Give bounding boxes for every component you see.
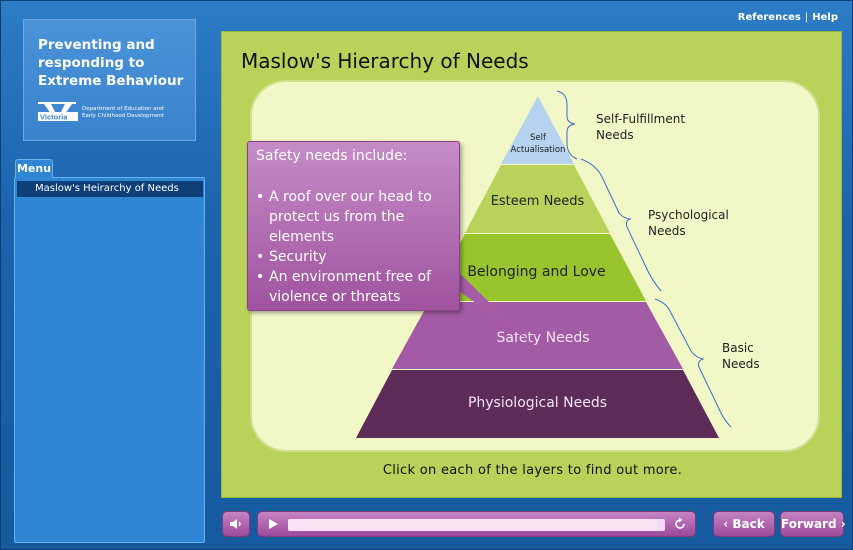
speaker-icon: [230, 519, 241, 529]
safety-needs-callout: Safety needs include: A roof over our he…: [247, 141, 460, 311]
psychological-line-1: Psychological: [648, 208, 729, 222]
link-separator: |: [804, 12, 809, 23]
callout-title: Safety needs include:: [256, 148, 408, 164]
course-logo: Preventing and responding to Extreme Beh…: [23, 19, 196, 141]
self-fulfillment-line-1: Self-Fulfillment: [596, 112, 686, 126]
safety-needs-layer[interactable]: [392, 302, 683, 369]
back-button[interactable]: ‹ Back: [713, 511, 775, 537]
help-link[interactable]: Help: [812, 12, 838, 23]
psychological-line-2: Needs: [648, 224, 686, 238]
basic-needs-line-1: Basic: [722, 341, 754, 355]
chevron-left-icon: ‹: [723, 517, 733, 531]
page-title: Maslow's Hierarchy of Needs: [241, 49, 529, 73]
progress-bar: [257, 511, 696, 537]
callout-list: A roof over our head to protect us from …: [256, 187, 461, 307]
progress-fill: [288, 519, 658, 531]
self-fulfillment-line-2: Needs: [596, 128, 634, 142]
forward-label: Forward: [781, 517, 837, 531]
victoria-logo-icon: Victoria: [38, 102, 78, 122]
callout-item: Security: [256, 247, 461, 267]
department-line-1: Department of Education and: [82, 106, 164, 112]
back-label: Back: [732, 517, 765, 531]
mute-button[interactable]: [222, 511, 250, 537]
self-fulfillment-label: Self-Fulfillment Needs: [596, 111, 685, 143]
self-actualisation-layer[interactable]: [501, 96, 574, 164]
basic-needs-line-2: Needs: [722, 357, 760, 371]
progress-track[interactable]: [288, 519, 665, 531]
replay-icon[interactable]: [673, 517, 687, 531]
belonging-love-label: Belonging and Love: [467, 264, 606, 280]
top-links: References|Help: [738, 12, 838, 23]
menu-panel: [14, 177, 205, 543]
references-link[interactable]: References: [737, 12, 801, 23]
basic-needs-label: Basic Needs: [722, 340, 760, 372]
department-name: Department of Education and Early Childh…: [82, 106, 192, 120]
play-icon[interactable]: [267, 518, 279, 530]
instruction-text: Click on each of the layers to find out …: [382, 463, 683, 478]
course-title: Preventing and responding to Extreme Beh…: [38, 37, 184, 89]
self-actualisation-label: Self Actualisation: [510, 133, 566, 155]
psychological-bracket: [580, 158, 662, 292]
esteem-needs-label: Esteem Needs: [490, 194, 585, 209]
psychological-label: Psychological Needs: [648, 207, 729, 239]
forward-button[interactable]: Forward ›: [780, 511, 846, 537]
menu-tab[interactable]: Menu: [15, 159, 53, 178]
callout-item: A roof over our head to protect us from …: [256, 187, 461, 247]
physiological-needs-label: Physiological Needs: [467, 395, 608, 411]
chevron-right-icon: ›: [836, 517, 846, 531]
physiological-needs-layer[interactable]: [356, 370, 719, 438]
logo-brand-text: Victoria: [40, 113, 68, 122]
basic-needs-bracket: [654, 298, 732, 428]
menu-item-maslow[interactable]: Maslow's Heirarchy of Needs: [17, 181, 203, 197]
belonging-love-layer[interactable]: [429, 234, 646, 301]
callout-item: An environment free of violence or threa…: [256, 267, 461, 307]
self-fulfillment-bracket: [556, 90, 578, 160]
esteem-needs-layer[interactable]: [465, 165, 610, 233]
department-line-2: Early Childhood Development: [82, 113, 164, 119]
